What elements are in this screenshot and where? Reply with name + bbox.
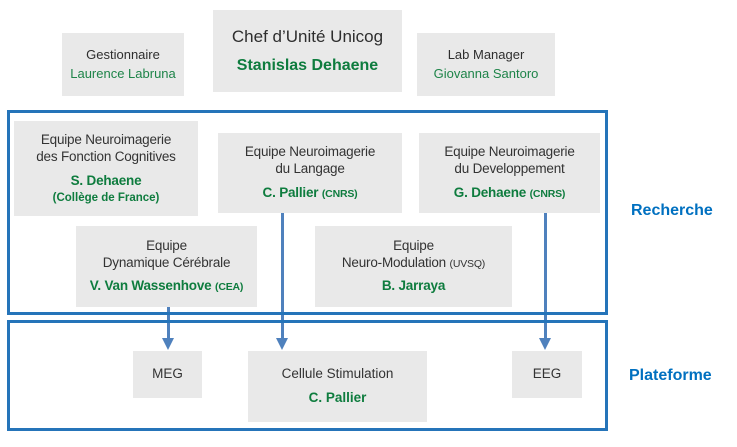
lab-manager-role: Lab Manager xyxy=(447,47,525,63)
team-fonctions-cognitives-box: Equipe Neuroimagerie des Fonction Cognit… xyxy=(14,121,198,216)
chef-role: Chef d’Unité Unicog xyxy=(231,26,384,46)
team-leader-name: V. Van Wassenhove (CEA) xyxy=(89,278,244,295)
team-title-line: Equipe Neuroimagerie xyxy=(244,144,376,160)
leader-affiliation-text: (CNRS) xyxy=(321,187,358,200)
platform-item-title: Cellule Stimulation xyxy=(281,366,394,382)
team-title-line: Equipe Neuroimagerie xyxy=(444,144,575,160)
plateforme-container xyxy=(7,320,608,431)
platform-meg-box: MEG xyxy=(133,351,202,398)
team-title-line: Equipe xyxy=(146,237,187,253)
team-langage-box: Equipe Neuroimagerie du Langage C. Palli… xyxy=(218,133,402,213)
recherche-container xyxy=(7,110,608,315)
platform-item-name: C. Pallier xyxy=(308,390,367,405)
leader-name-text: V. Van Wassenhove xyxy=(89,278,212,294)
lab-manager-box: Lab Manager Giovanna Santoro xyxy=(417,33,555,96)
platform-item-title: EEG xyxy=(532,366,562,382)
team-developpement-box: Equipe Neuroimagerie du Developpement G.… xyxy=(419,133,600,213)
platform-item-title: MEG xyxy=(152,366,183,382)
chef-unite-box: Chef d’Unité Unicog Stanislas Dehaene xyxy=(213,10,402,92)
team-leader-name: G. Dehaene (CNRS) xyxy=(453,184,566,202)
team-title-line: Neuro-Modulation (UVSQ) xyxy=(342,255,485,272)
platform-cellule-stimulation-box: Cellule Stimulation C. Pallier xyxy=(248,351,427,422)
team-title-line: des Fonction Cognitives xyxy=(36,148,176,164)
leader-name-text: G. Dehaene xyxy=(453,184,527,200)
team-dynamique-cerebrale-box: Equipe Dynamique Cérébrale V. Van Wassen… xyxy=(76,226,257,307)
plateforme-label: Plateforme xyxy=(629,367,712,384)
leader-name-text: C. Pallier xyxy=(262,184,319,200)
team-leader-name: C. Pallier (CNRS) xyxy=(263,185,358,202)
team-leader-name: S. Dehaene xyxy=(70,172,142,188)
recherche-label: Recherche xyxy=(631,202,713,219)
team-neuro-modulation-box: Equipe Neuro-Modulation (UVSQ) B. Jarray… xyxy=(315,226,512,307)
team-leader-name: B. Jarraya xyxy=(381,278,446,294)
team-title-line: Dynamique Cérébrale xyxy=(102,254,231,270)
gestionnaire-box: Gestionnaire Laurence Labruna xyxy=(62,33,184,96)
leader-affiliation-text: (CEA) xyxy=(215,281,244,294)
leader-affiliation-text: (CNRS) xyxy=(529,187,566,200)
team-title-suffix: (UVSQ) xyxy=(449,257,486,270)
team-title-line: Equipe xyxy=(393,237,434,253)
gestionnaire-name: Laurence Labruna xyxy=(70,65,176,81)
platform-eeg-box: EEG xyxy=(512,351,582,398)
lab-manager-name: Giovanna Santoro xyxy=(433,65,539,81)
team-title-line: Equipe Neuroimagerie xyxy=(40,132,172,147)
gestionnaire-role: Gestionnaire xyxy=(86,47,160,63)
team-title-line: du Langage xyxy=(275,161,345,177)
team-title-text: Neuro-Modulation xyxy=(341,254,446,270)
team-leader-affiliation: (Collège de France) xyxy=(52,191,160,204)
team-title-line: du Developpement xyxy=(454,161,565,177)
chef-name: Stanislas Dehaene xyxy=(236,57,379,75)
